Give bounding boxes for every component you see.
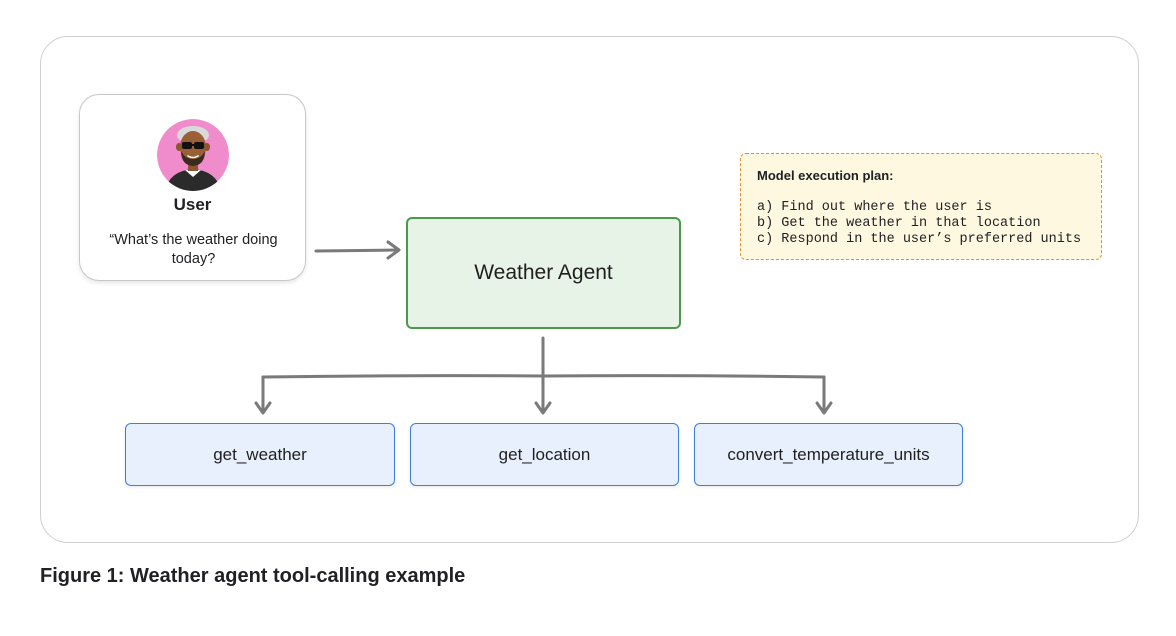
execution-plan-title: Model execution plan:	[757, 168, 894, 183]
user-label: User	[173, 195, 212, 214]
plan-step: b) Get the weather in that location	[757, 216, 1041, 231]
execution-plan-box: Model execution plan: a) Find out where …	[740, 153, 1102, 260]
user-card: User “What’s the weather doing today?	[79, 94, 306, 281]
weather-agent-label: Weather Agent	[474, 261, 613, 284]
plan-step: c) Respond in the user’s preferred units	[757, 232, 1082, 247]
tool-label: convert_temperature_units	[727, 444, 930, 464]
tool-get-weather: get_weather	[125, 423, 395, 486]
tool-convert-temperature-units: convert_temperature_units	[694, 423, 963, 486]
tool-label: get_weather	[213, 444, 307, 464]
plan-step: a) Find out where the user is	[757, 200, 992, 215]
tool-label: get_location	[498, 444, 591, 464]
figure-caption: Figure 1: Weather agent tool-calling exa…	[40, 565, 466, 587]
user-avatar-icon	[157, 119, 229, 191]
user-query: “What’s the weather doing today?	[109, 232, 278, 267]
weather-agent-node: Weather Agent	[406, 217, 681, 329]
tool-get-location: get_location	[410, 423, 679, 486]
